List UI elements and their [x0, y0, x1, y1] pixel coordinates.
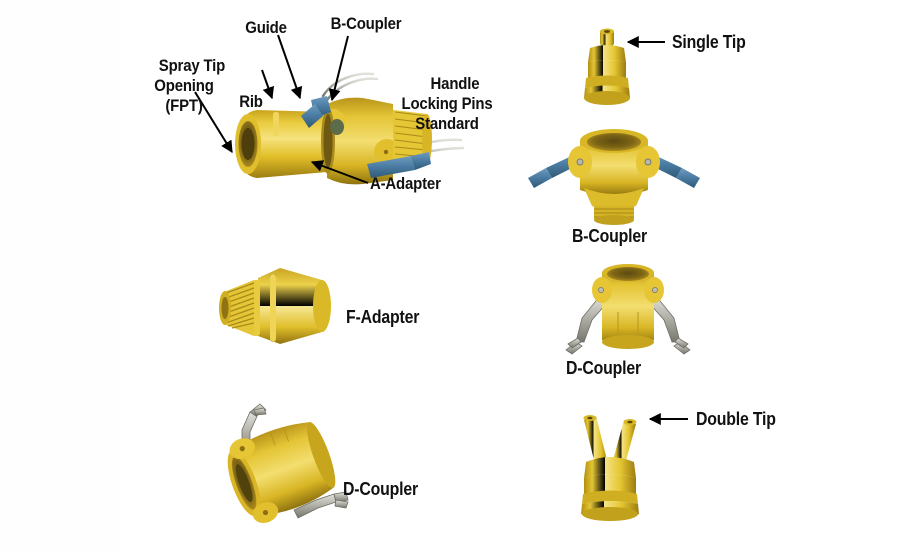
a-adapter-body	[235, 110, 327, 178]
label-a-adapter: A-Adapter	[370, 174, 441, 193]
label-double-tip: Double Tip	[696, 409, 776, 429]
label-b-coupler-top: B-Coupler	[330, 14, 402, 33]
arrow-spray-tip	[194, 91, 233, 154]
figure-single-tip	[572, 28, 642, 108]
arrow-rib	[261, 69, 275, 100]
label-f-adapter: F-Adapter	[346, 307, 420, 327]
handle-lower-blue	[367, 152, 431, 178]
arrow-guide	[277, 34, 303, 100]
figure-b-coupler	[524, 129, 704, 225]
label-handle-locking-pins: Handle Locking Pins Standard	[401, 74, 493, 134]
arrow-b-coupler	[328, 35, 349, 102]
label-b-coupler: B-Coupler	[572, 226, 647, 246]
figure-d-coupler-upright	[548, 262, 708, 357]
label-guide: Guide	[245, 18, 287, 37]
figure-d-coupler-tilted	[208, 400, 358, 530]
arrow-a-adapter	[310, 160, 369, 184]
handle-upper-blue	[301, 96, 331, 128]
d-coupler-tilted-handle-lower	[293, 491, 349, 519]
rib-shape	[273, 112, 279, 136]
d-coupler-handle-right	[649, 295, 691, 355]
figure-f-adapter	[218, 262, 338, 357]
label-d-coupler-right: D-Coupler	[566, 358, 641, 378]
background-panel	[0, 0, 120, 550]
label-rib: Rib	[239, 92, 263, 111]
b-coupler-threads	[594, 206, 634, 225]
figure-double-tip	[570, 408, 650, 523]
label-d-coupler-left: D-Coupler	[343, 479, 418, 499]
d-coupler-handle-left	[565, 295, 607, 355]
figure-assembly	[215, 60, 475, 190]
double-tip-nozzle-left	[583, 415, 608, 468]
double-tip-nozzle-right	[612, 419, 637, 468]
label-single-tip: Single Tip	[672, 32, 746, 52]
f-adapter-threads	[219, 280, 255, 336]
label-spray-tip-opening: Spray Tip Opening (FPT)	[154, 56, 226, 116]
